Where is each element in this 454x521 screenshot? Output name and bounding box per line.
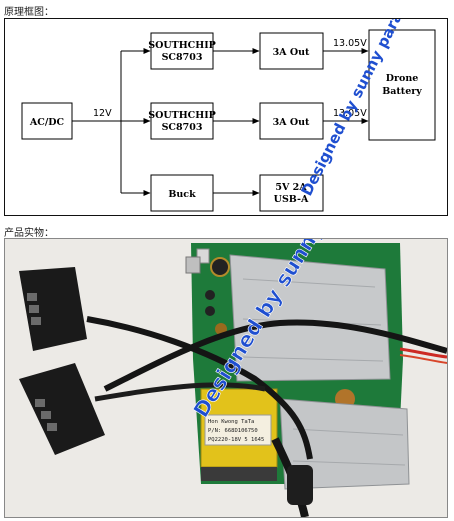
svg-text:Battery: Battery	[382, 86, 422, 97]
dc-barrel-connector	[287, 465, 313, 505]
node-drone-battery: Drone Battery	[368, 29, 436, 141]
svg-text:AC/DC: AC/DC	[29, 117, 65, 128]
node-acdc: AC/DC	[21, 102, 73, 140]
edge-label-13v-bottom: 13.05V	[333, 108, 367, 119]
node-out-1: 3A Out	[259, 32, 324, 70]
svg-text:Hon Kwong TaTa: Hon Kwong TaTa	[208, 419, 254, 425]
svg-text:SC8703: SC8703	[162, 122, 203, 133]
heatsink-top	[229, 254, 391, 382]
svg-text:PQ2220-18V 5 1645: PQ2220-18V 5 1645	[208, 437, 264, 443]
edge-label-12v: 12V	[93, 108, 112, 119]
edge-label-13v-top: 13.05V	[333, 38, 367, 49]
connector-plug-top	[19, 267, 87, 351]
svg-text:USB-A: USB-A	[274, 194, 309, 205]
svg-text:SOUTHCHIP: SOUTHCHIP	[148, 110, 216, 121]
svg-text:SC8703: SC8703	[162, 52, 203, 63]
node-usb: 5V 2A USB-A	[259, 174, 324, 212]
block-diagram: 12V 13.05V 13.05V AC/DC SOUTHCHIP SC8703…	[4, 18, 448, 216]
product-photo-illustration: Hon Kwong TaTa P/N: 668D106750 PQ2220-18…	[5, 239, 447, 517]
block-diagram-canvas: 12V 13.05V 13.05V AC/DC SOUTHCHIP SC8703…	[21, 19, 436, 212]
connector-plug-bottom	[19, 363, 105, 455]
transformer: Hon Kwong TaTa P/N: 668D106750 PQ2220-18…	[200, 388, 278, 481]
product-photo-caption: 产品实物：	[4, 228, 54, 239]
svg-text:SOUTHCHIP: SOUTHCHIP	[148, 40, 216, 51]
svg-text:P/N: 668D106750: P/N: 668D106750	[208, 428, 258, 434]
svg-text:Drone: Drone	[386, 73, 419, 84]
svg-text:3A Out: 3A Out	[273, 117, 310, 128]
node-out-2: 3A Out	[259, 102, 324, 140]
svg-text:5V 2A: 5V 2A	[275, 182, 307, 193]
node-southchip-1: SOUTHCHIP SC8703	[148, 32, 216, 70]
schematic-caption: 原理框图：	[4, 7, 54, 18]
node-southchip-2: SOUTHCHIP SC8703	[148, 102, 216, 140]
red-wires	[399, 347, 447, 364]
svg-text:3A Out: 3A Out	[273, 47, 310, 58]
product-photo: Hon Kwong TaTa P/N: 668D106750 PQ2220-18…	[4, 238, 448, 518]
svg-text:Buck: Buck	[168, 189, 196, 200]
node-buck: Buck	[150, 174, 214, 212]
